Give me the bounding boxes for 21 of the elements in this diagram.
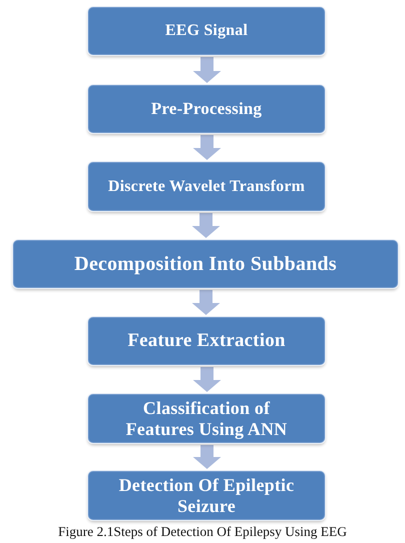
process-box xyxy=(13,240,398,288)
step-label: Pre-Processing xyxy=(151,99,262,119)
figure-caption: Figure 2.1Steps of Detection Of Epilepsy Using EEG xyxy=(57,523,348,540)
block-arrow xyxy=(193,57,221,83)
process-box xyxy=(88,471,325,520)
process-box xyxy=(88,317,325,365)
step-label: Feature Extraction xyxy=(128,330,286,352)
step-label: EEG Signal xyxy=(165,22,248,40)
step-label: Decomposition Into Subbands xyxy=(74,252,337,276)
process-box xyxy=(88,85,325,133)
step-label: Classification of Features Using ANN xyxy=(124,398,288,439)
block-arrow xyxy=(193,367,221,392)
block-arrow xyxy=(193,135,221,160)
block-arrow xyxy=(193,445,221,469)
block-arrow xyxy=(192,213,220,238)
step-label: Discrete Wavelet Transform xyxy=(108,178,305,196)
process-box xyxy=(88,162,325,211)
process-box xyxy=(88,394,325,443)
block-arrow xyxy=(192,290,220,315)
step-label: Detection Of Epileptic Seizure xyxy=(118,475,296,516)
process-box xyxy=(88,7,325,55)
